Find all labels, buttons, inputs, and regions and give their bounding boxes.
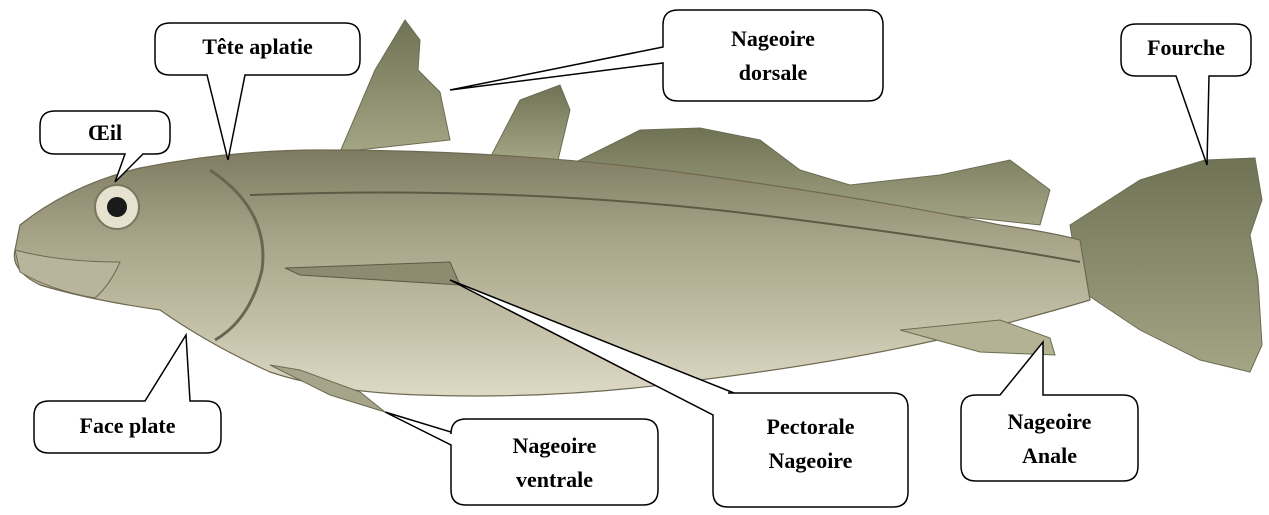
label-anale-line1: Nageoire [961, 405, 1138, 439]
label-face: Face plate [34, 409, 221, 443]
label-pectorale-line2: Nageoire [713, 444, 908, 478]
label-oeil-text: Œil [40, 116, 170, 150]
label-pectorale-line1: Pectorale [713, 410, 908, 444]
label-fourche-text: Fourche [1121, 31, 1251, 65]
dorsal-fin-2 [490, 85, 570, 160]
label-fourche: Fourche [1121, 31, 1251, 65]
label-tete-text: Tête aplatie [155, 30, 360, 64]
label-face-text: Face plate [34, 409, 221, 443]
label-anale-line2: Anale [961, 439, 1138, 473]
label-tete: Tête aplatie [155, 30, 360, 64]
label-ventrale-line2: ventrale [451, 463, 658, 497]
label-dorsale: Nageoire dorsale [663, 22, 883, 90]
label-ventrale: Nageoire ventrale [451, 429, 658, 497]
label-pectorale: Pectorale Nageoire [713, 410, 908, 478]
label-dorsale-line1: Nageoire [663, 22, 883, 56]
label-dorsale-line2: dorsale [663, 56, 883, 90]
label-anale: Nageoire Anale [961, 405, 1138, 473]
label-oeil: Œil [40, 116, 170, 150]
label-ventrale-line1: Nageoire [451, 429, 658, 463]
tail-fin [1070, 158, 1262, 372]
